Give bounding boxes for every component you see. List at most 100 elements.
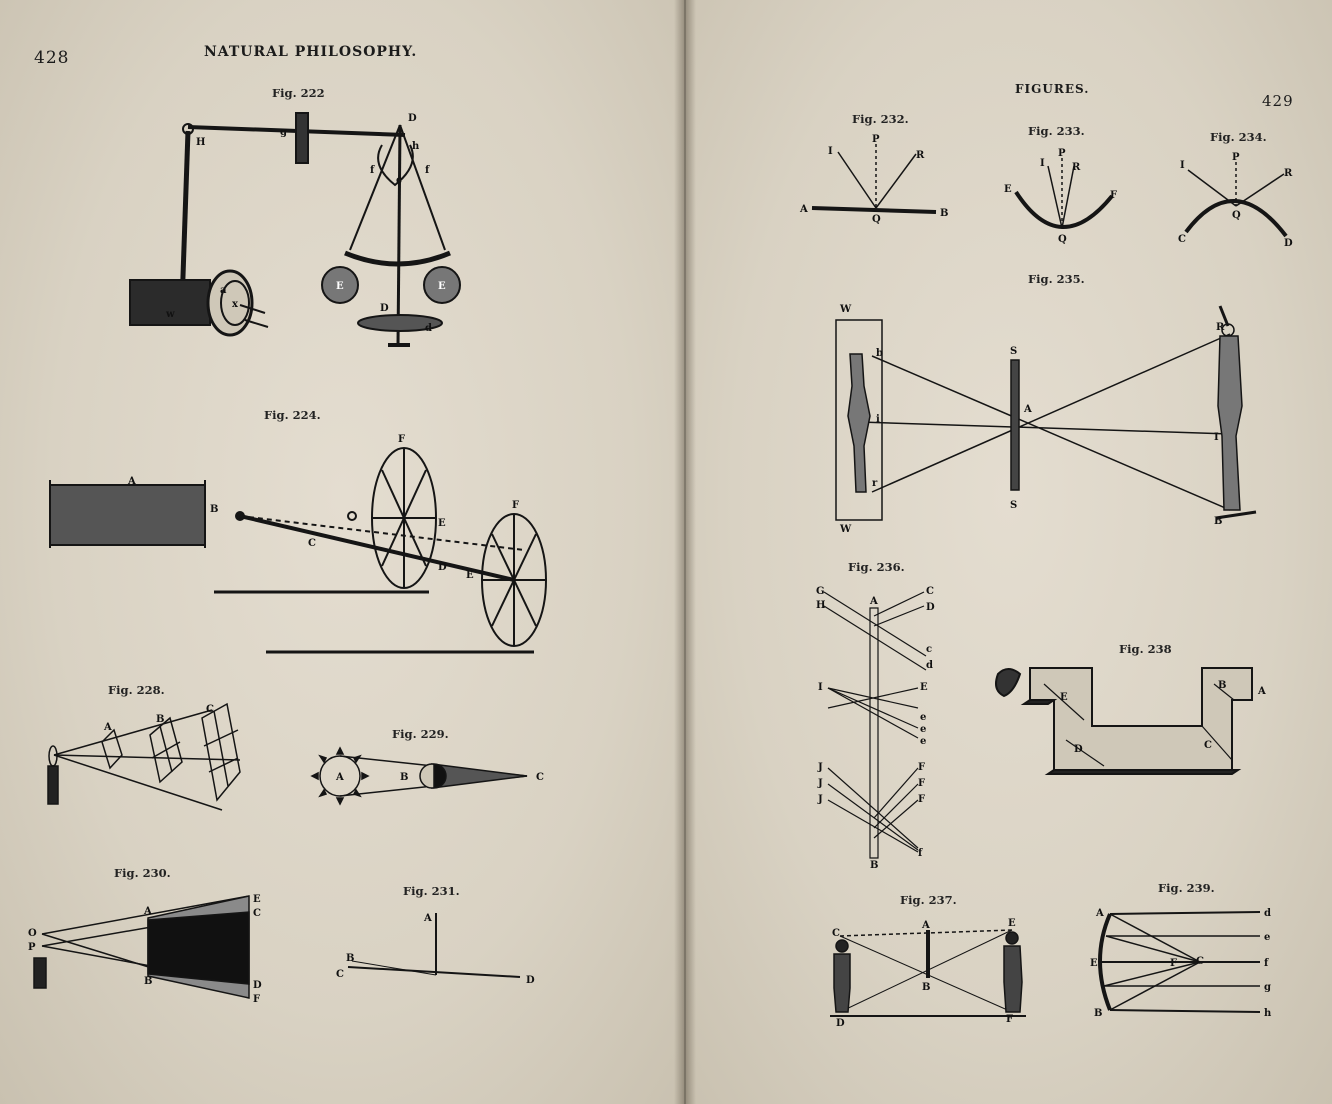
fig233-illustration: I P R E F Q [1004,148,1117,245]
fig236-label-e1: e [920,712,926,723]
fig231-illustration: A B C D [336,913,535,986]
fig222-label-h: h [412,141,420,152]
fig236-label-f1: F [918,762,925,773]
fig239-label-c: C [1196,956,1204,967]
right-page [684,0,1332,1104]
fig222-label-d-top: D [408,113,417,124]
fig233-label-e: E [1004,184,1012,195]
fig232-label-r: R [916,150,925,161]
fig235-label-w-top: W [839,304,852,315]
fig234-label-r: R [1284,168,1293,179]
fig229-label-a: A [335,772,344,783]
fig238-label-c: C [1204,740,1212,751]
fig234-label-c: C [1178,234,1186,245]
fig236-label-j1: J [817,762,823,773]
fig224-label-d: D [438,562,447,573]
fig236-label-f3: F [918,794,925,805]
fig239-label-e-italic: e [1264,932,1270,943]
fig229-caption: Fig. 229. [392,727,449,741]
fig237-label-f: F [1006,1014,1013,1025]
fig235-label-s-top: S [1010,346,1017,357]
fig235-label-a: A [1023,404,1032,415]
fig230-label-e: E [253,894,261,905]
fig228-illustration: A B C [42,700,257,815]
fig222-label-f-right: f [425,165,430,176]
fig224-label-a: A [127,476,136,487]
fig230-label-d: D [253,980,262,991]
fig233-caption: Fig. 233. [1028,124,1085,138]
fig239-label-b: B [1094,1008,1102,1019]
fig229-illustration: A B C [312,742,544,812]
fig235-label-i: I [1214,432,1219,443]
fig222-label-e-right: E [438,281,446,292]
fig230-label-p: P [28,942,36,953]
fig231-label-a: A [423,913,432,924]
fig235-illustration: W b i r W S A S R I B [820,304,1280,535]
running-head-right: FIGURES. [1015,82,1090,96]
fig236-label-i: I [818,682,823,693]
fig228-label-b: B [156,714,164,725]
fig237-label-a: A [921,920,930,931]
fig238-label-d: D [1074,744,1083,755]
fig229-label-c: C [536,772,544,783]
fig236-label-g: G [816,586,825,597]
fig237-label-d: D [836,1018,845,1029]
fig236-caption: Fig. 236. [848,560,905,574]
fig222-label-x: x [232,299,239,310]
fig224-label-c: C [308,538,316,549]
fig235-label-b-small: b [876,348,883,359]
fig231-label-c: C [336,969,344,980]
book-gutter [674,0,696,1104]
fig224-illustration: A B C F E D E F [44,434,564,665]
fig228-label-c: C [206,704,214,715]
fig232-caption: Fig. 232. [852,112,909,126]
fig228-caption: Fig. 228. [108,683,165,697]
fig232-label-p: P [872,134,880,145]
page-number-right: 429 [1262,92,1294,110]
fig234-label-q: Q [1232,210,1241,221]
fig236-label-d-lower: d [926,660,933,671]
fig239-caption: Fig. 239. [1158,881,1215,895]
fig239-illustration: A E F C B d e f g h [1090,908,1272,1019]
fig236-label-b: B [870,860,878,871]
fig239-label-a: A [1095,908,1104,919]
fig233-label-i: I [1040,158,1045,169]
fig231-label-b: B [346,953,354,964]
fig234-label-d: D [1284,238,1293,249]
fig222-label-a: a [220,285,227,296]
fig230-label-c: C [253,908,261,919]
fig233-label-q: Q [1058,234,1067,245]
fig232-illustration: I P R A Q B [799,134,948,225]
fig235-label-r-small: r [872,478,878,489]
fig235-label-i-small: i [876,414,880,425]
left-page [0,0,684,1104]
fig239-label-h-italic: h [1264,1008,1272,1019]
fig236-label-h: H [816,600,825,611]
fig232-label-a: A [799,204,808,215]
fig237-label-b: B [922,982,930,993]
fig222-label-g: g [280,127,287,138]
fig236-illustration: G H A C D c d I E e e e J J J F F F B f [816,586,935,871]
fig238-label-b: B [1218,680,1226,691]
fig238-label-e: E [1060,692,1068,703]
fig235-caption: Fig. 235. [1028,272,1085,286]
fig230-illustration: O P A B E C D F [28,894,262,1005]
fig237-label-e: E [1008,918,1016,929]
fig230-caption: Fig. 230. [114,866,171,880]
fig233-label-r: R [1072,162,1081,173]
fig222-label-h-upper: H [196,137,205,148]
fig222-label-e-left: E [336,281,344,292]
fig222-label-d-italic: d [425,323,432,334]
fig235-label-r: R [1216,322,1225,333]
fig236-label-d-upper: D [926,602,935,613]
fig222-label-c: c [396,175,402,186]
page-number-left: 428 [34,48,70,68]
fig224-label-e-left: E [438,518,446,529]
running-head-left: NATURAL PHILOSOPHY. [204,44,418,60]
fig236-label-c-upper: C [926,586,934,597]
fig238-illustration: E B A D C [984,660,1266,778]
fig230-label-b: B [144,976,152,987]
fig236-label-e: E [920,682,928,693]
fig228-label-a: A [103,722,112,733]
